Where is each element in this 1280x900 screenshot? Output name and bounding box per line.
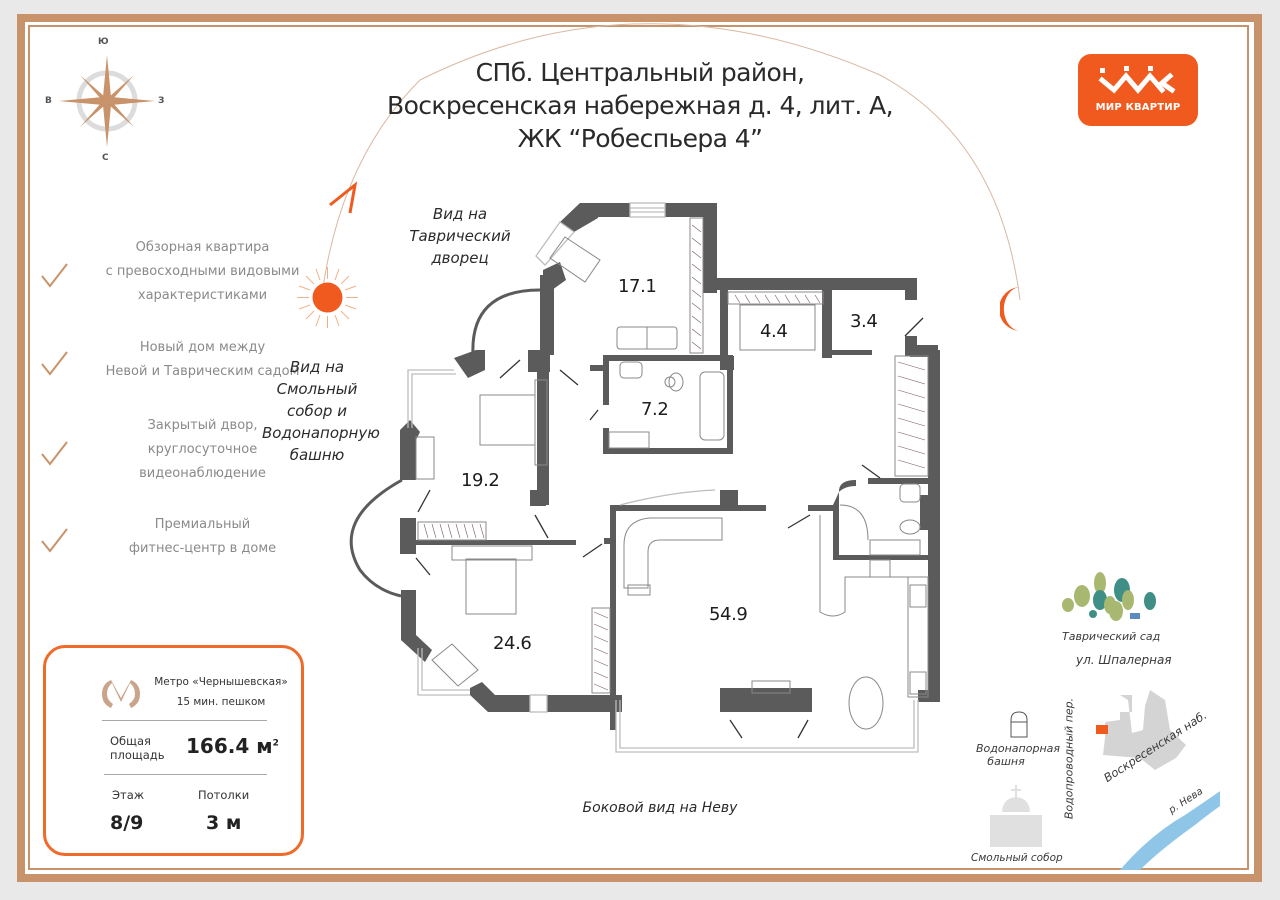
compass-rose-icon [59,55,155,147]
page-title: СПб. Центральный район, Воскресенская на… [380,56,900,155]
river-neva [1120,791,1220,870]
map-label-park: Таврический сад [1062,630,1161,643]
checkmark-icon [41,263,68,288]
total-area-value: 166.4 м2 [186,734,279,758]
logo-brand-text: МИР КВАРТИР [1095,102,1181,113]
feature-line: фитнес-центр в доме [128,541,277,556]
moon-icon [1000,287,1022,332]
feature-line: видеонаблюдение [139,466,266,481]
metro-walk-time: 15 мин. пешком [176,696,266,708]
map-label-street: ул. Шпалерная [1076,653,1172,667]
compass-label-right: З [158,96,165,106]
map-label-tower-line: Водонапорная [976,742,1060,755]
title-line-1: СПб. Центральный район, [475,58,805,87]
map-label-cathedral: Смольный собор [971,852,1063,864]
feature-line: Премиальный [154,517,251,532]
checkmark-icon [41,441,68,466]
logo-mark-icon [1098,66,1176,94]
divider [104,774,267,775]
compass-label-left: В [45,96,52,106]
view-line: Смольный [276,380,358,398]
view-line: Вид на [289,358,345,376]
room-area-bedroom-2: 19.2 [461,470,500,491]
checkmark-icon [41,528,68,553]
info-card: Метро «Чернышевская» 15 мин. пешком Обща… [43,645,304,856]
building-footprint [1103,690,1186,770]
title-line-2: Воскресенская набережная д. 4, лит. А, [387,91,894,120]
checkmark-icon [41,351,68,376]
view-line: Таврический [409,227,511,245]
total-area-number: 166.4 м [186,734,273,758]
area-unit-sup: 2 [272,738,279,749]
park-icon [1062,572,1156,621]
metro-icon [102,680,140,708]
apartment-marker [1096,725,1108,734]
room-area-bedroom-3: 24.6 [493,633,532,654]
compass-label-bottom: С [102,153,109,163]
feature-line: Новый дом между [139,340,266,355]
cathedral-icon [990,785,1042,847]
total-area-label-line: Общая [110,734,151,748]
sun-icon [297,267,358,328]
sun-arrow-icon [329,181,358,214]
feature-line: Закрытый двор, [147,418,258,433]
windows [407,202,919,753]
ceiling-label: Потолки [198,788,250,802]
compass-label-top: Ю [98,37,109,47]
divider [102,720,267,721]
furniture [415,217,929,730]
view-label-smolny: Вид на Смольный собор и Водонапорную баш… [262,356,380,466]
feature-line: с превосходными видовыми [105,264,300,279]
view-line: дворец [431,249,489,267]
total-area-label-line: площадь [110,748,165,762]
view-line: Вид на [432,205,488,223]
metro-station: Метро «Чернышевская» [154,676,288,688]
view-line: башню [289,446,345,464]
room-area-bedroom-1: 17.1 [618,276,657,297]
map-label-tower: Водонапорная башня [976,742,1060,768]
feature-line: Невой и Таврическим садом [105,364,300,379]
view-line: собор и [287,402,347,420]
floor-label: Этаж [112,788,145,802]
view-label-tavrichesky: Вид на Таврический дворец [405,203,515,269]
total-area-label: Общая площадь [110,734,165,762]
feature-line: круглосуточное [147,442,258,457]
floor-value: 8/9 [110,812,144,834]
location-map [990,572,1220,870]
map-label-tower-line: башня [987,755,1025,768]
doors [415,317,924,739]
room-area-bathroom: 7.2 [641,399,669,420]
title-line-3: ЖК “Робеспьера 4” [517,124,763,153]
floor-plan [349,202,940,753]
room-area-storage: 3.4 [850,311,878,332]
view-line: Водонапорную [262,424,380,442]
metro-info: Метро «Чернышевская» 15 мин. пешком [146,672,296,712]
view-label-neva: Боковой вид на Неву [582,800,738,816]
map-label-lane: Водопроводный пер. [1062,697,1076,820]
room-area-living-kitchen: 54.9 [709,604,748,625]
room-area-wardrobe: 4.4 [760,321,788,342]
wardrobe-hatching [423,224,926,691]
walls [400,203,940,730]
feature-line: характеристиками [137,288,268,303]
bay-arc [349,288,541,598]
water-tower-icon [1010,711,1028,738]
feature-line: Обзорная квартира [135,240,270,255]
brand-logo[interactable]: МИР КВАРТИР [1078,54,1198,126]
ceiling-value: 3 м [206,812,242,834]
